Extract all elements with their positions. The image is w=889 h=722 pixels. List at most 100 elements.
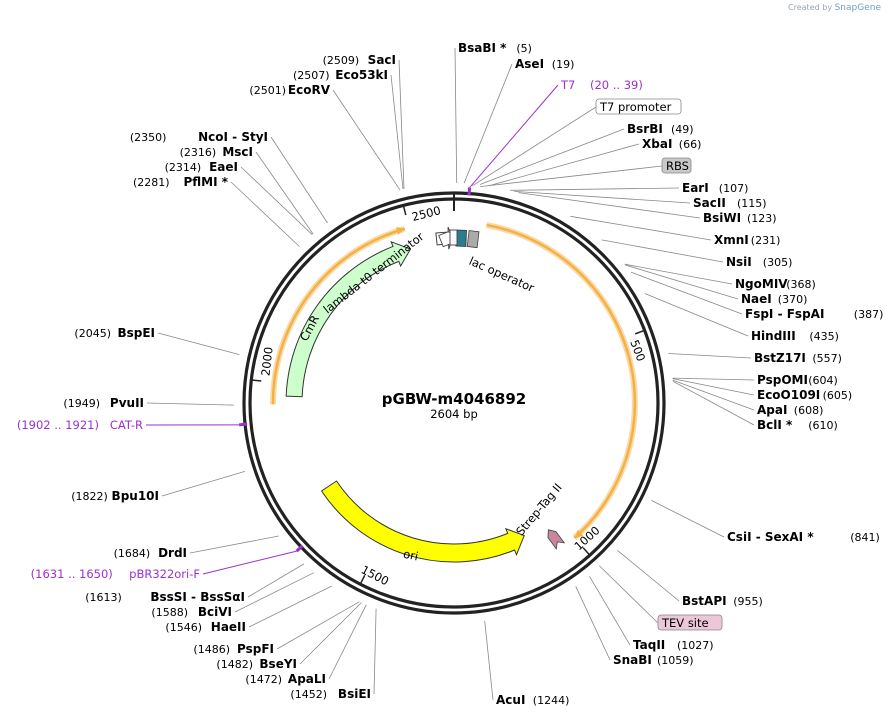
site-name[interactable]: HindIII xyxy=(751,329,796,343)
site-position: (1472) xyxy=(245,673,282,686)
site-name[interactable]: EarI xyxy=(682,181,709,195)
leader-line xyxy=(570,215,712,241)
site-name[interactable]: EcoO109I xyxy=(757,388,820,402)
primer-leader-line xyxy=(202,550,297,575)
feature-box-label[interactable]: TEV site xyxy=(661,616,709,630)
leader-line xyxy=(189,535,279,554)
primer-range: (1902 .. 1921) xyxy=(17,418,99,432)
leader-line xyxy=(157,332,240,355)
site-name[interactable]: EaeI xyxy=(209,160,238,174)
primer-name[interactable]: CAT-R xyxy=(110,418,143,432)
site-name[interactable]: SnaBI xyxy=(613,653,652,667)
site-name[interactable]: PvuII xyxy=(110,396,144,410)
primer-name[interactable]: pBR322ori-F xyxy=(129,567,200,581)
site-name[interactable]: BseYI xyxy=(259,657,297,671)
site-position: (2507) xyxy=(293,69,330,82)
site-name[interactable]: BstZ17I xyxy=(754,351,806,365)
leader-line xyxy=(390,74,404,190)
primer-range: (1631 .. 1650) xyxy=(31,567,113,581)
site-name[interactable]: XbaI xyxy=(642,137,672,151)
site-position: (1822) xyxy=(71,490,108,503)
box-leader-line xyxy=(598,565,659,624)
site-position: (5) xyxy=(516,42,532,55)
leader-line xyxy=(248,585,332,628)
leader-line xyxy=(625,264,739,300)
site-name[interactable]: EcoRV xyxy=(288,83,331,97)
site-name[interactable]: Eco53kI xyxy=(335,68,388,82)
leader-line xyxy=(601,239,724,263)
box-leader-line xyxy=(472,106,597,187)
site-name[interactable]: BstAPI xyxy=(682,594,727,608)
site-position: (955) xyxy=(733,595,763,608)
primer-mark xyxy=(467,187,472,196)
site-position: (1546) xyxy=(165,621,202,634)
site-name[interactable]: NaeI xyxy=(741,292,772,306)
site-name[interactable]: SacII xyxy=(693,196,726,210)
primer-leader-line xyxy=(469,84,559,188)
leader-line xyxy=(488,143,640,187)
leader-line xyxy=(247,563,305,598)
site-name[interactable]: PspOMI xyxy=(757,373,808,387)
orf-arc xyxy=(271,227,406,405)
snapgene-credit: Created by SnapGene xyxy=(788,3,881,13)
site-name[interactable]: XmnI xyxy=(714,233,749,247)
feature-box-label[interactable]: T7 promoter xyxy=(599,100,672,114)
feature-strep-tag-block xyxy=(547,529,566,550)
site-position: (1244) xyxy=(533,694,570,707)
features xyxy=(285,226,566,563)
site-name[interactable]: SacI xyxy=(368,53,396,67)
site-name[interactable]: MscI xyxy=(222,145,253,159)
leader-line xyxy=(299,602,362,665)
feature-label-lac-operator: lac operator xyxy=(467,254,537,295)
site-position: (2045) xyxy=(74,327,111,340)
leader-line xyxy=(328,604,367,680)
site-name[interactable]: FspI - FspAI xyxy=(745,307,824,321)
feature-box-label[interactable]: RBS xyxy=(666,159,689,173)
primer-name[interactable]: T7 xyxy=(560,78,575,92)
site-name[interactable]: ApaLI xyxy=(288,672,326,686)
site-name[interactable]: DrdI xyxy=(158,546,187,560)
leader-line xyxy=(624,263,733,285)
site-name[interactable]: BspEI xyxy=(117,326,155,340)
site-name[interactable]: HaeII xyxy=(211,620,246,634)
site-name[interactable]: BsaBI * xyxy=(458,41,507,55)
site-position: (115) xyxy=(737,197,767,210)
site-position: (2314) xyxy=(165,161,202,174)
site-name[interactable]: BsiEI xyxy=(338,687,371,701)
leader-line xyxy=(276,601,360,650)
site-position: (604) xyxy=(808,374,838,387)
leader-line xyxy=(484,620,494,701)
leader-line xyxy=(672,377,755,381)
leader-line xyxy=(234,572,315,613)
feature-box xyxy=(661,157,692,174)
site-position: (1027) xyxy=(677,639,714,652)
site-name[interactable]: ApaI xyxy=(757,403,787,417)
site-name[interactable]: Bpu10I xyxy=(112,489,159,503)
box-leader-line xyxy=(480,165,663,187)
site-name[interactable]: BssSI - BssSαI xyxy=(150,590,245,604)
site-name[interactable]: BciVI xyxy=(198,605,232,619)
site-name[interactable]: CsiI - SexAI * xyxy=(727,530,814,544)
site-name[interactable]: NgoMIV xyxy=(735,277,788,291)
site-name[interactable]: AseI xyxy=(515,57,544,71)
leader-line xyxy=(510,187,680,191)
site-name[interactable]: NcoI - StyI xyxy=(198,130,268,144)
site-name[interactable]: PflMI * xyxy=(183,175,228,189)
site-name[interactable]: BsrBI xyxy=(627,122,663,136)
site-leader-lines xyxy=(145,47,755,701)
site-name[interactable]: NsiI xyxy=(726,255,752,269)
site-position: (2501) xyxy=(249,84,286,97)
site-position: (305) xyxy=(763,256,793,269)
site-position: (557) xyxy=(812,352,842,365)
site-name[interactable]: TaqII xyxy=(633,638,665,652)
leader-line xyxy=(668,353,752,359)
site-position: (49) xyxy=(671,123,694,136)
leader-line xyxy=(463,63,513,184)
site-name[interactable]: PspFI xyxy=(237,642,274,656)
site-name[interactable]: AcuI xyxy=(496,693,525,707)
leader-line xyxy=(255,151,314,235)
site-position: (841) xyxy=(850,531,880,544)
leader-line xyxy=(270,136,328,224)
site-name[interactable]: BclI * xyxy=(757,418,793,432)
site-name[interactable]: BsiWI xyxy=(703,211,741,225)
